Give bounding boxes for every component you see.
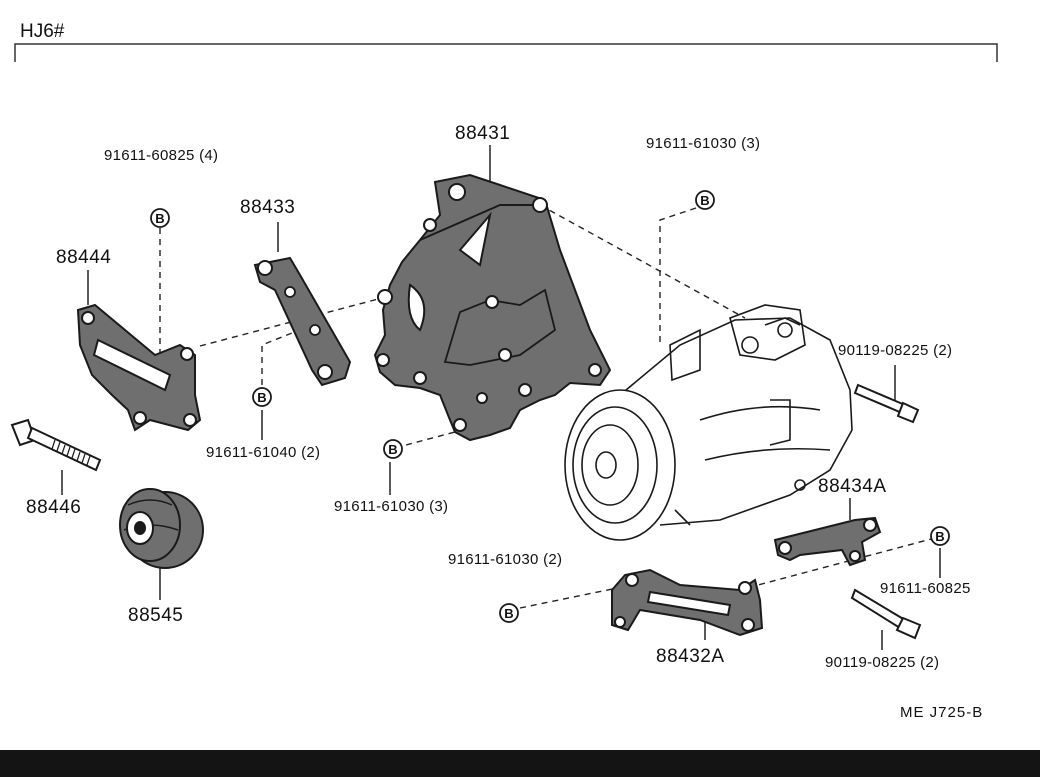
part-label-88545[interactable]: 88545: [128, 605, 184, 626]
part-88545-pulley: [119, 488, 204, 569]
bolt-label-91611-61040-2[interactable]: 91611-61040 (2): [206, 444, 321, 461]
b-marker: B: [695, 190, 715, 210]
b-marker-text: B: [504, 606, 513, 621]
solid-leaders: [61, 145, 941, 650]
b-marker: B: [252, 387, 272, 407]
part-label-88433[interactable]: 88433: [240, 197, 296, 218]
bottom-bar: [0, 750, 1040, 777]
part-label-88432A[interactable]: 88432A: [656, 646, 725, 667]
b-marker-text: B: [155, 211, 164, 226]
bolt-label-91611-61030-3-upper[interactable]: 91611-61030 (3): [646, 135, 761, 152]
b-marker: B: [383, 439, 403, 459]
bolt-label-91611-61030-2[interactable]: 91611-61030 (2): [448, 551, 563, 568]
b-marker-text: B: [935, 529, 944, 544]
part-88432A-bracket: [611, 568, 764, 637]
part-label-88444[interactable]: 88444: [56, 247, 112, 268]
b-marker: B: [930, 526, 950, 546]
exploded-parts-diagram: B B B B B B: [10, 43, 998, 650]
bolt-label-91611-60825-4[interactable]: 91611-60825 (4): [104, 147, 219, 164]
part-88433-link: [253, 256, 352, 387]
bolt-90119-upper: [853, 383, 920, 424]
callout-markers: B B B B B B: [150, 190, 950, 623]
b-marker: B: [499, 603, 519, 623]
model-code-label: HJ6#: [20, 21, 65, 42]
bolt-90119-lower: [850, 588, 922, 640]
part-label-88431[interactable]: 88431: [455, 123, 511, 144]
part-label-88434A[interactable]: 88434A: [818, 476, 887, 497]
part-88431-bracket: [373, 173, 612, 442]
b-marker-text: B: [257, 390, 266, 405]
header-bracket: [14, 43, 998, 62]
b-marker-text: B: [700, 193, 709, 208]
part-88446-bolt: [10, 418, 102, 472]
part-88444-bracket: [76, 303, 202, 432]
compressor-assembly: [564, 304, 853, 541]
bolt-label-91611-61030-3-lower[interactable]: 91611-61030 (3): [334, 498, 449, 515]
b-marker-text: B: [388, 442, 397, 457]
b-marker: B: [150, 208, 170, 228]
part-label-88446[interactable]: 88446: [26, 497, 82, 518]
drawing-code: ME J725-B: [900, 704, 984, 721]
bolt-label-90119-08225-2-upper[interactable]: 90119-08225 (2): [838, 342, 953, 359]
bolt-label-91611-60825[interactable]: 91611-60825: [880, 580, 971, 597]
part-88434A-stay: [773, 516, 882, 567]
bolt-label-90119-08225-2-lower[interactable]: 90119-08225 (2): [825, 654, 940, 671]
